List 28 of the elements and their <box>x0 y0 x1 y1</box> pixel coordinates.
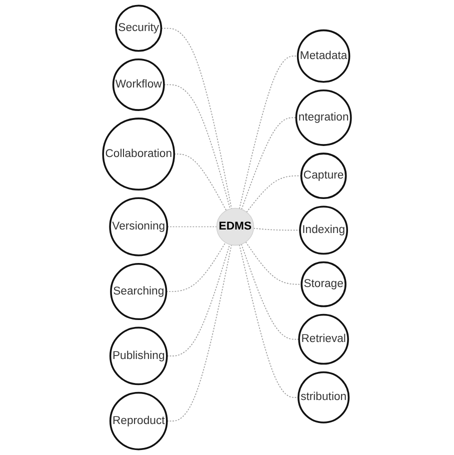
connector <box>253 228 300 231</box>
connector <box>166 244 232 422</box>
node-circle: Workflow <box>112 58 165 111</box>
node-circle: Storage <box>300 261 346 308</box>
node-circle: Collaboration <box>102 118 176 191</box>
connector <box>238 56 298 210</box>
connector <box>174 154 227 211</box>
connector <box>166 244 230 356</box>
connector <box>241 117 297 210</box>
connector <box>164 84 231 210</box>
node-circle: Security <box>115 4 162 52</box>
connector <box>246 175 302 213</box>
connector <box>240 244 300 340</box>
node-circle: EDMS <box>216 208 254 246</box>
node-circle: Capture <box>300 152 347 200</box>
connector <box>166 242 226 292</box>
node-circle: stribution <box>298 371 350 424</box>
node-circle: ntegration <box>295 89 352 146</box>
node-circle: Retrieval <box>298 314 349 365</box>
node-circle: Indexing <box>299 206 348 255</box>
connector <box>238 244 299 398</box>
node-circle: Searching <box>110 262 168 320</box>
node-circle: Metadata <box>296 29 350 83</box>
connector <box>166 226 218 228</box>
node-circle: Publishing <box>109 326 168 386</box>
node-circle: Reproduct <box>109 392 168 450</box>
connector <box>245 242 302 285</box>
node-circle: Versioning <box>109 197 168 256</box>
